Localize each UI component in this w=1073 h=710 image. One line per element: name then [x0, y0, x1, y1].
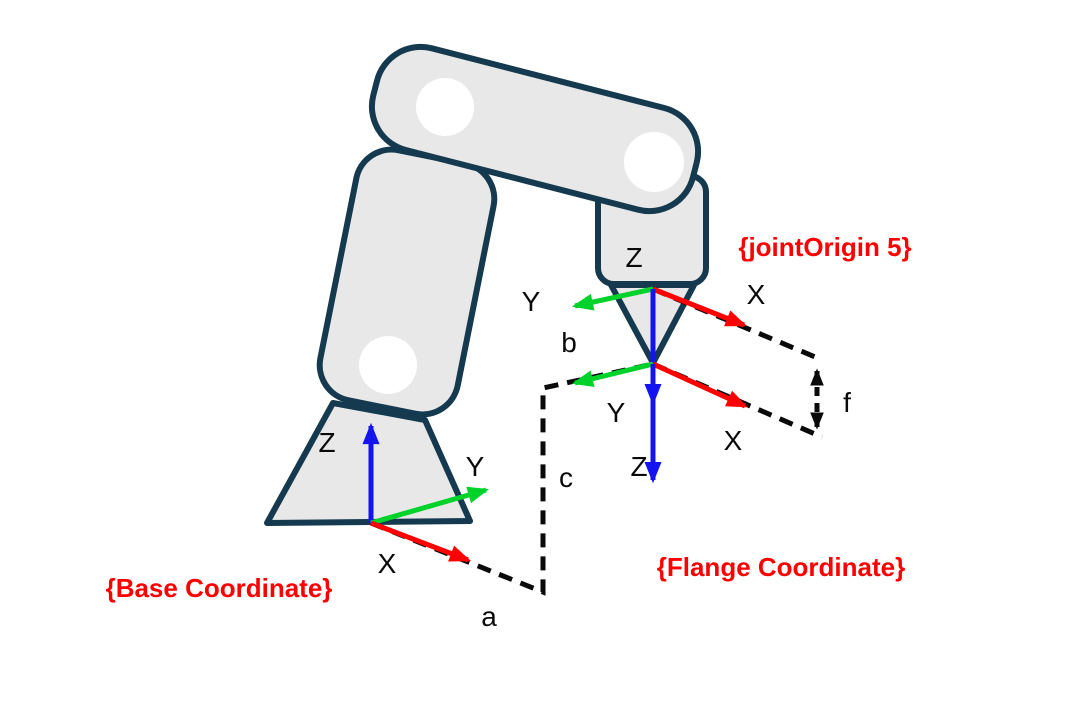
flange-frame-x-axis	[651, 361, 748, 409]
base-z-label: Z	[318, 427, 335, 458]
flange-y-label: Y	[607, 397, 626, 428]
base-x-label: X	[378, 548, 397, 579]
flange-coordinate-label: {Flange Coordinate}	[657, 552, 905, 582]
base-coordinate-label: {Base Coordinate}	[106, 573, 333, 603]
base-frame-y-axis	[370, 486, 490, 526]
base-y-label: Y	[466, 451, 485, 482]
dimension-f-label: f	[843, 387, 851, 418]
joint-hole-shoulder	[359, 336, 417, 394]
joint-frame-y-axis	[571, 286, 654, 311]
joint-hole-elbow	[416, 78, 474, 136]
flange-z-label: Z	[630, 451, 647, 482]
base-frame-x-axis	[370, 520, 471, 563]
joint-hole-wrist	[624, 132, 684, 192]
dimension-a-label: a	[481, 601, 497, 632]
joint-z-label: Z	[625, 242, 642, 273]
dimension-b-label: b	[561, 327, 577, 358]
joint-x-label: X	[747, 279, 766, 310]
flange-frame-y-axis	[571, 361, 654, 387]
joint-frame-x-axis	[652, 286, 747, 328]
joint-origin-5-label: {jointOrigin 5}	[738, 232, 911, 262]
dimension-c-label: c	[559, 462, 573, 493]
flange-x-label: X	[724, 425, 743, 456]
joint-y-label: Y	[522, 286, 541, 317]
